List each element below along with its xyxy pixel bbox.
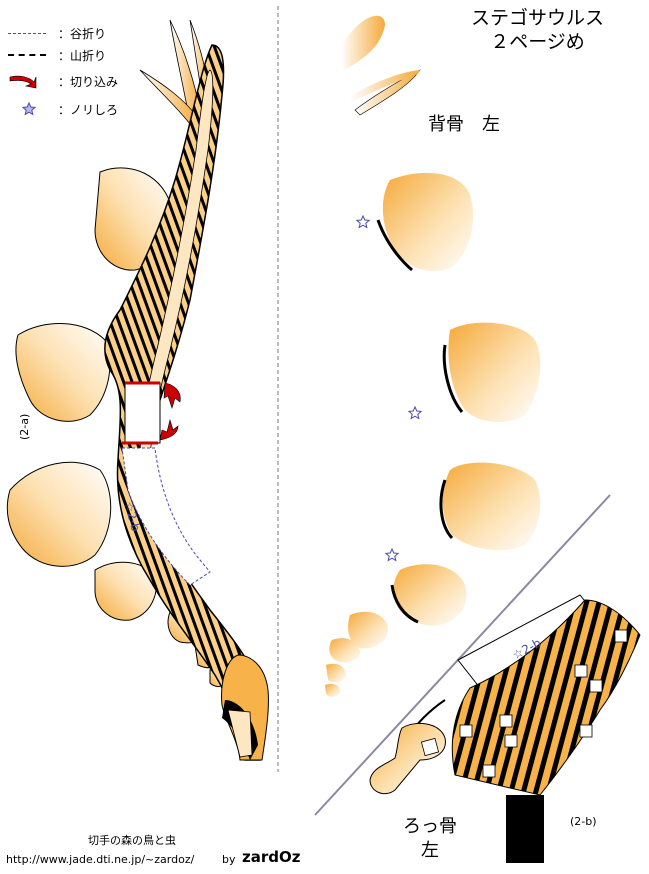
legend-glue: ：ノリしろ: [8, 100, 118, 118]
label-part-2a: (2-a): [18, 413, 31, 440]
title-line-1: ステゴサウルス: [470, 7, 604, 29]
rib-tab: [482, 764, 496, 778]
label-rib-line-2: 左: [421, 840, 439, 861]
dorsal-plate: [6, 461, 112, 567]
footer-author: zardOz: [242, 848, 301, 866]
rib-tab: [614, 629, 628, 643]
plate-piece: [382, 172, 474, 271]
spike-piece: [341, 15, 385, 70]
plate-piece: [393, 564, 467, 626]
mountain-fold-line: [8, 54, 46, 56]
footer-by: by: [222, 853, 236, 866]
legend-label: ：切り込み: [58, 74, 119, 89]
label-rib: ろっ骨 左: [395, 815, 465, 863]
plate-piece: [348, 611, 388, 649]
cut-slot-section: [124, 382, 161, 444]
dorsal-plate: [94, 561, 157, 621]
plate-piece: [325, 683, 340, 697]
label-back-bone-left: 背骨 左: [428, 114, 500, 135]
leg-stub: [506, 795, 544, 863]
rib-tab: [579, 724, 593, 738]
cut-arrow-icon: [163, 382, 181, 409]
plate-piece: [329, 638, 360, 663]
rib-cage: [451, 599, 641, 796]
label-rib-line-1: ろっ骨: [403, 816, 457, 837]
legend-label: ：山折り: [58, 48, 107, 63]
rib-tab: [574, 664, 588, 678]
glue-tab-2b: [121, 447, 211, 586]
legend-label: ：ノリしろ: [58, 102, 119, 117]
page-title: ステゴサウルス ２ページめ: [455, 6, 620, 54]
star-icon: [21, 101, 37, 116]
cut-guide-line: [314, 494, 611, 816]
plate-edge: [390, 584, 419, 624]
legend-mountain-fold: ：山折り: [8, 46, 106, 64]
shoulder-tab: [420, 737, 440, 757]
rib-tab: [499, 714, 513, 728]
cut-arrow-icon: [9, 75, 37, 89]
legend-cut: ：切り込み: [8, 72, 118, 90]
dorsal-plate: [15, 323, 111, 422]
legend-valley-fold: ：谷折り: [8, 24, 106, 42]
valley-fold-line: [8, 32, 46, 34]
plate-piece: [326, 663, 346, 683]
skull-jaw: [227, 709, 253, 758]
plate-edge: [376, 219, 413, 272]
star-icon: [384, 547, 400, 562]
label-part-2b-corner: (2-b): [570, 815, 597, 828]
plate-edge: [442, 344, 464, 413]
shoulder-bone: [369, 722, 446, 795]
star-icon: [355, 214, 371, 229]
footer-site-title: 切手の森の鳥と虫: [88, 834, 176, 847]
title-line-2: ２ページめ: [490, 31, 585, 53]
rib-tab: [589, 679, 603, 693]
skull: [221, 654, 269, 761]
plate-piece: [448, 322, 541, 422]
rib-tab: [459, 724, 473, 738]
rib-tab: [504, 734, 518, 748]
plate-edge: [439, 479, 454, 540]
plate-piece: [442, 462, 541, 551]
star-icon: [407, 405, 423, 420]
legend-label: ：谷折り: [58, 26, 107, 41]
footer-url[interactable]: http://www.jade.dti.ne.jp/~zardoz/: [6, 853, 195, 866]
cut-arrow-icon: [159, 418, 179, 441]
spike-piece: [350, 70, 420, 102]
